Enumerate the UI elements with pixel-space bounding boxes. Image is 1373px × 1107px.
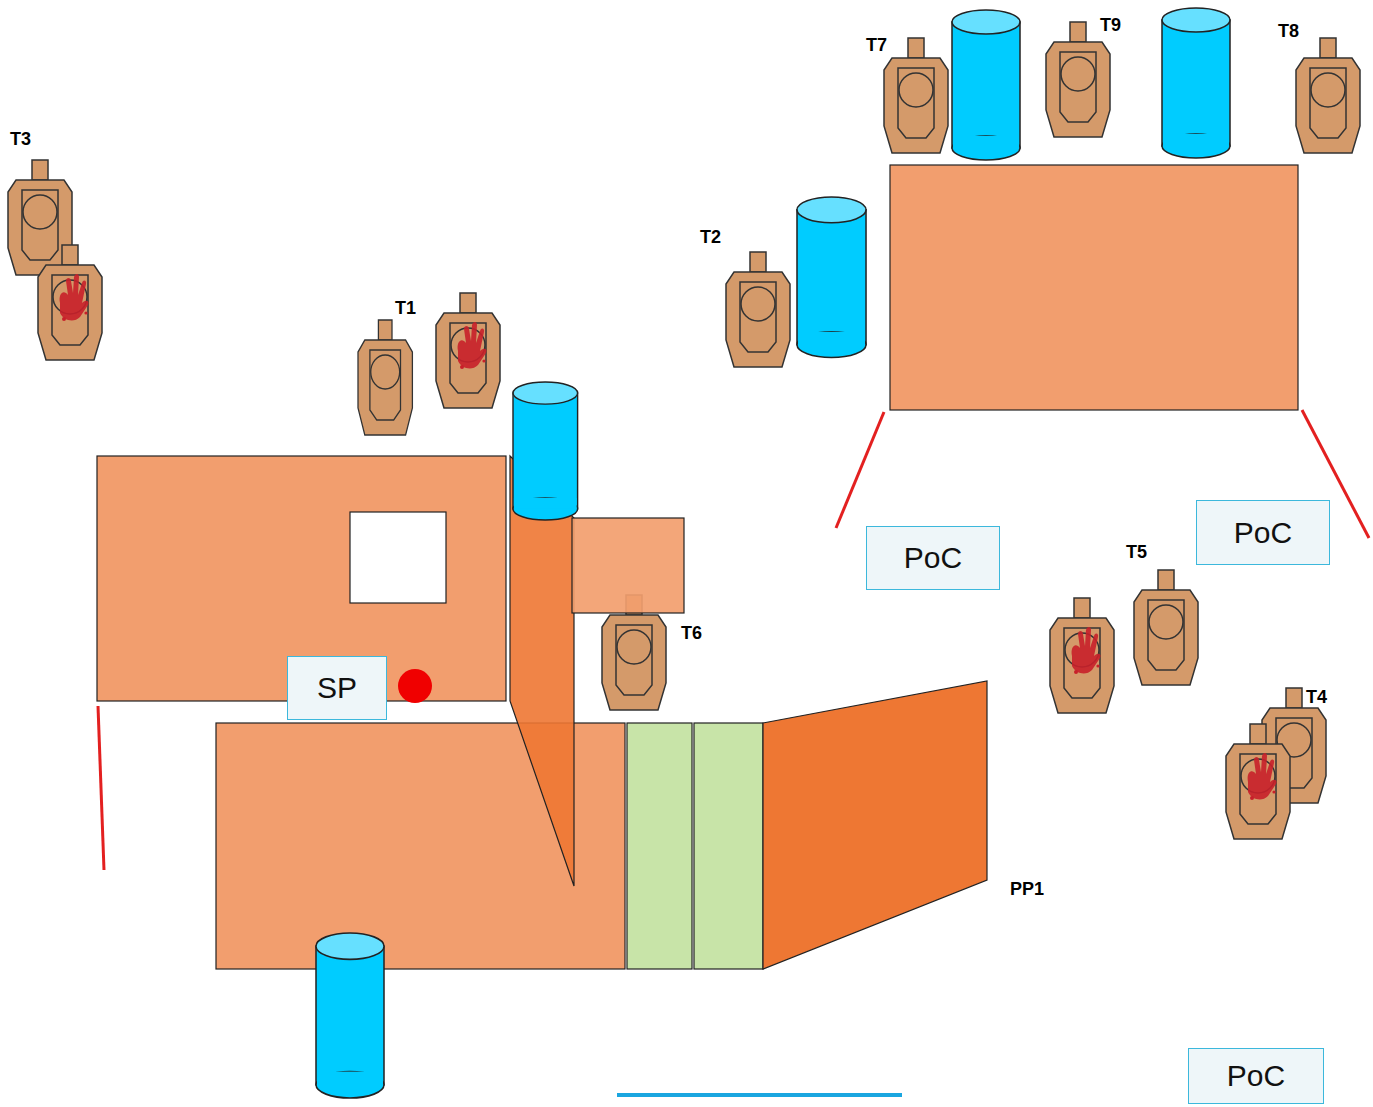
position-box: PoC — [1188, 1048, 1324, 1104]
target-label: T3 — [10, 130, 31, 148]
target-label: T1 — [395, 299, 416, 317]
target-label: T7 — [866, 36, 887, 54]
position-box: PoC — [1196, 500, 1330, 565]
target-label: T8 — [1278, 22, 1299, 40]
target-label: T2 — [700, 228, 721, 246]
box-label: PoC — [1234, 518, 1292, 548]
box-label: PoC — [904, 543, 962, 573]
position-box: PoC — [866, 526, 1000, 590]
target-label: T4 — [1306, 688, 1327, 706]
position-box: SP — [287, 656, 387, 720]
target-label: T9 — [1100, 16, 1121, 34]
target-label: T5 — [1126, 543, 1147, 561]
box-label: PoC — [1227, 1061, 1285, 1091]
target-label: T6 — [681, 624, 702, 642]
box-label: SP — [317, 673, 357, 703]
target-label: PP1 — [1010, 880, 1044, 898]
